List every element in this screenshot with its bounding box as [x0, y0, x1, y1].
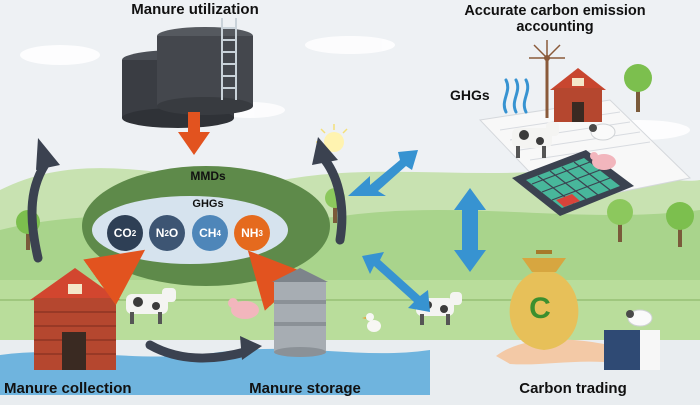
- double-arrows: [348, 150, 486, 312]
- pig-icon: [228, 298, 259, 319]
- sheep-icon: [626, 309, 653, 327]
- cow-icon: [126, 288, 176, 324]
- hand-icon: [496, 330, 660, 370]
- pig-icon: [590, 152, 616, 170]
- money-bag-icon: [509, 250, 579, 350]
- manure-utilization-title: Manure utilization: [131, 1, 259, 18]
- arrow-head-bottom: [240, 336, 262, 360]
- cow-icon: [416, 292, 462, 325]
- sheep-icon: [589, 123, 616, 141]
- windmill-icon: [529, 40, 565, 118]
- barn-icon: [550, 68, 606, 122]
- emission-wave-icon: [502, 78, 530, 114]
- arrow-head-left: [36, 138, 60, 170]
- ghgs-emission-label: GHGs: [450, 87, 490, 103]
- mmds-label: MMDs: [190, 169, 226, 183]
- silo-icon: [272, 268, 328, 357]
- manure-collection-title: Manure collection: [4, 380, 132, 397]
- duck-icon: [362, 313, 381, 332]
- carbon-coin-symbol: C: [529, 292, 551, 325]
- arrow-head-right: [312, 137, 338, 165]
- ghgs-label: GHGs: [192, 198, 224, 210]
- manure-storage-title: Manure storage: [249, 380, 361, 397]
- storage-tank-icon: [122, 18, 253, 128]
- carbon-trading-title: Carbon trading: [519, 380, 627, 397]
- arrow-tank-to-mmds: [178, 112, 210, 155]
- accurate-accounting-title: Accurate carbon emission accounting: [464, 3, 646, 36]
- ghgs-ellipse: [92, 196, 288, 264]
- cow-icon: [512, 122, 559, 158]
